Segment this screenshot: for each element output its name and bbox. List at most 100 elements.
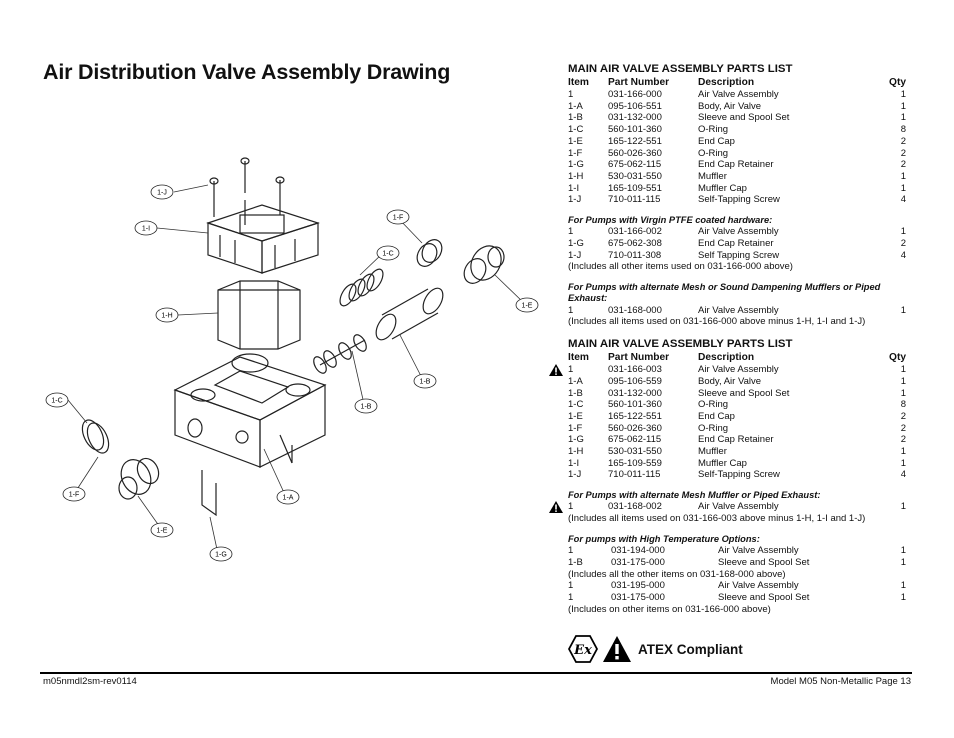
- row-item: 1-J: [568, 249, 582, 261]
- row-description: O-Ring: [698, 399, 729, 411]
- row-part-number: 031-132-000: [608, 387, 662, 399]
- row-qty: 4: [900, 194, 906, 206]
- callout-1f-right: 1-F: [386, 209, 410, 225]
- row-item: 1-C: [568, 124, 584, 136]
- end-cap-right: [463, 245, 505, 284]
- header-desc: Description: [698, 352, 755, 364]
- row-description: Muffler Cap: [698, 182, 747, 194]
- ex-hexagon-icon: Ex: [568, 635, 598, 663]
- row-description: O-Ring: [698, 147, 729, 159]
- row-description: Air Valve Assembly: [718, 545, 799, 557]
- row-item: 1-H: [568, 446, 584, 458]
- row-description: Self-Tapping Screw: [698, 469, 780, 481]
- row-qty: 2: [900, 135, 906, 147]
- callouts: 1-J 1-I 1-H 1-C 1-F 1-E 1-G 1-A 1-B 1-B …: [45, 184, 539, 562]
- row-item: 1-C: [568, 399, 584, 411]
- mesh-includes-2: (Includes all items used on 031-166-003 …: [568, 513, 866, 525]
- svg-text:1-G: 1-G: [215, 552, 227, 559]
- row-item: 1-H: [568, 170, 584, 182]
- row-part-number: 710-011-115: [608, 194, 661, 206]
- row-part-number: 031-132-000: [608, 112, 662, 124]
- row-item: 1: [568, 304, 574, 316]
- row-item: 1-G: [568, 238, 584, 250]
- row-item: 1-E: [568, 410, 583, 422]
- atex-badge: Ex ATEX Compliant: [568, 634, 743, 664]
- row-part-number: 530-031-550: [608, 446, 662, 458]
- valve-body-shape: [173, 353, 327, 468]
- row-part-number: 560-101-360: [608, 399, 662, 411]
- row-item: 1-B: [568, 112, 583, 124]
- row-item: 1-F: [568, 147, 583, 159]
- header-part: Part Number: [608, 352, 670, 364]
- row-qty: 1: [900, 545, 906, 557]
- row-qty: 1: [900, 375, 906, 387]
- parts-list-title-2: MAIN AIR VALVE ASSEMBLY PARTS LIST: [568, 338, 793, 351]
- row-description: Muffler Cap: [698, 457, 747, 469]
- table-header: Item Part Number Description Qty: [568, 352, 908, 364]
- row-item: 1-J: [568, 194, 582, 206]
- row-description: Air Valve Assembly: [698, 364, 779, 376]
- row-qty: 4: [900, 249, 906, 261]
- callout-1c-left: 1-C: [45, 392, 69, 408]
- oring-stack-right: [339, 268, 384, 307]
- screw-1j-a: [209, 177, 219, 217]
- row-qty: 1: [900, 591, 906, 603]
- table-header: Item Part Number Description Qty: [568, 77, 908, 89]
- svg-text:1-H: 1-H: [161, 313, 172, 320]
- callout-1g: 1-G: [209, 546, 233, 562]
- row-part-number: 031-168-002: [608, 501, 662, 513]
- row-qty: 2: [900, 238, 906, 250]
- row-part-number: 031-166-000: [608, 89, 662, 100]
- svg-text:1-E: 1-E: [157, 528, 168, 535]
- row-part-number: 031-166-002: [608, 226, 662, 238]
- row-part-number: 095-106-559: [608, 375, 662, 387]
- footer-rule: [40, 672, 912, 674]
- header-desc: Description: [698, 77, 755, 88]
- row-qty: 8: [900, 399, 906, 411]
- row-item: 1: [568, 580, 574, 592]
- parts-list-title-1: MAIN AIR VALVE ASSEMBLY PARTS LIST: [568, 63, 793, 75]
- retainer-shape: [201, 470, 217, 517]
- row-item: 1-I: [568, 457, 580, 469]
- muffler-shape: [217, 280, 301, 350]
- callout-1e-left: 1-E: [150, 522, 174, 538]
- svg-text:1-C: 1-C: [51, 398, 62, 405]
- row-part-number: 560-026-360: [608, 147, 662, 159]
- row-item: 1-F: [568, 422, 583, 434]
- row-qty: 1: [900, 226, 906, 238]
- row-description: Sleeve and Spool Set: [698, 387, 790, 399]
- header-qty: Qty: [889, 77, 906, 88]
- svg-text:1-E: 1-E: [522, 303, 533, 310]
- row-description: Air Valve Assembly: [698, 304, 779, 316]
- svg-text:1-F: 1-F: [69, 492, 80, 499]
- table-row: 1-C 560-101-360 O-Ring 8: [568, 399, 908, 411]
- row-description: End Cap Retainer: [698, 159, 774, 171]
- row-part-number: 031-166-003: [608, 364, 662, 376]
- mesh-includes-1: (Includes all items used on 031-166-000 …: [568, 316, 866, 328]
- row-item: 1: [568, 591, 574, 603]
- row-part-number: 710-011-308: [608, 249, 662, 261]
- row-item: 1: [568, 226, 574, 238]
- callout-1c-right: 1-C: [376, 245, 400, 261]
- row-part-number: 031-194-000: [611, 545, 665, 557]
- row-qty: 2: [900, 434, 906, 446]
- row-qty: 1: [900, 170, 906, 182]
- row-item: 1-A: [568, 100, 583, 112]
- svg-text:1-B: 1-B: [361, 404, 372, 411]
- row-description: End Cap Retainer: [698, 434, 774, 446]
